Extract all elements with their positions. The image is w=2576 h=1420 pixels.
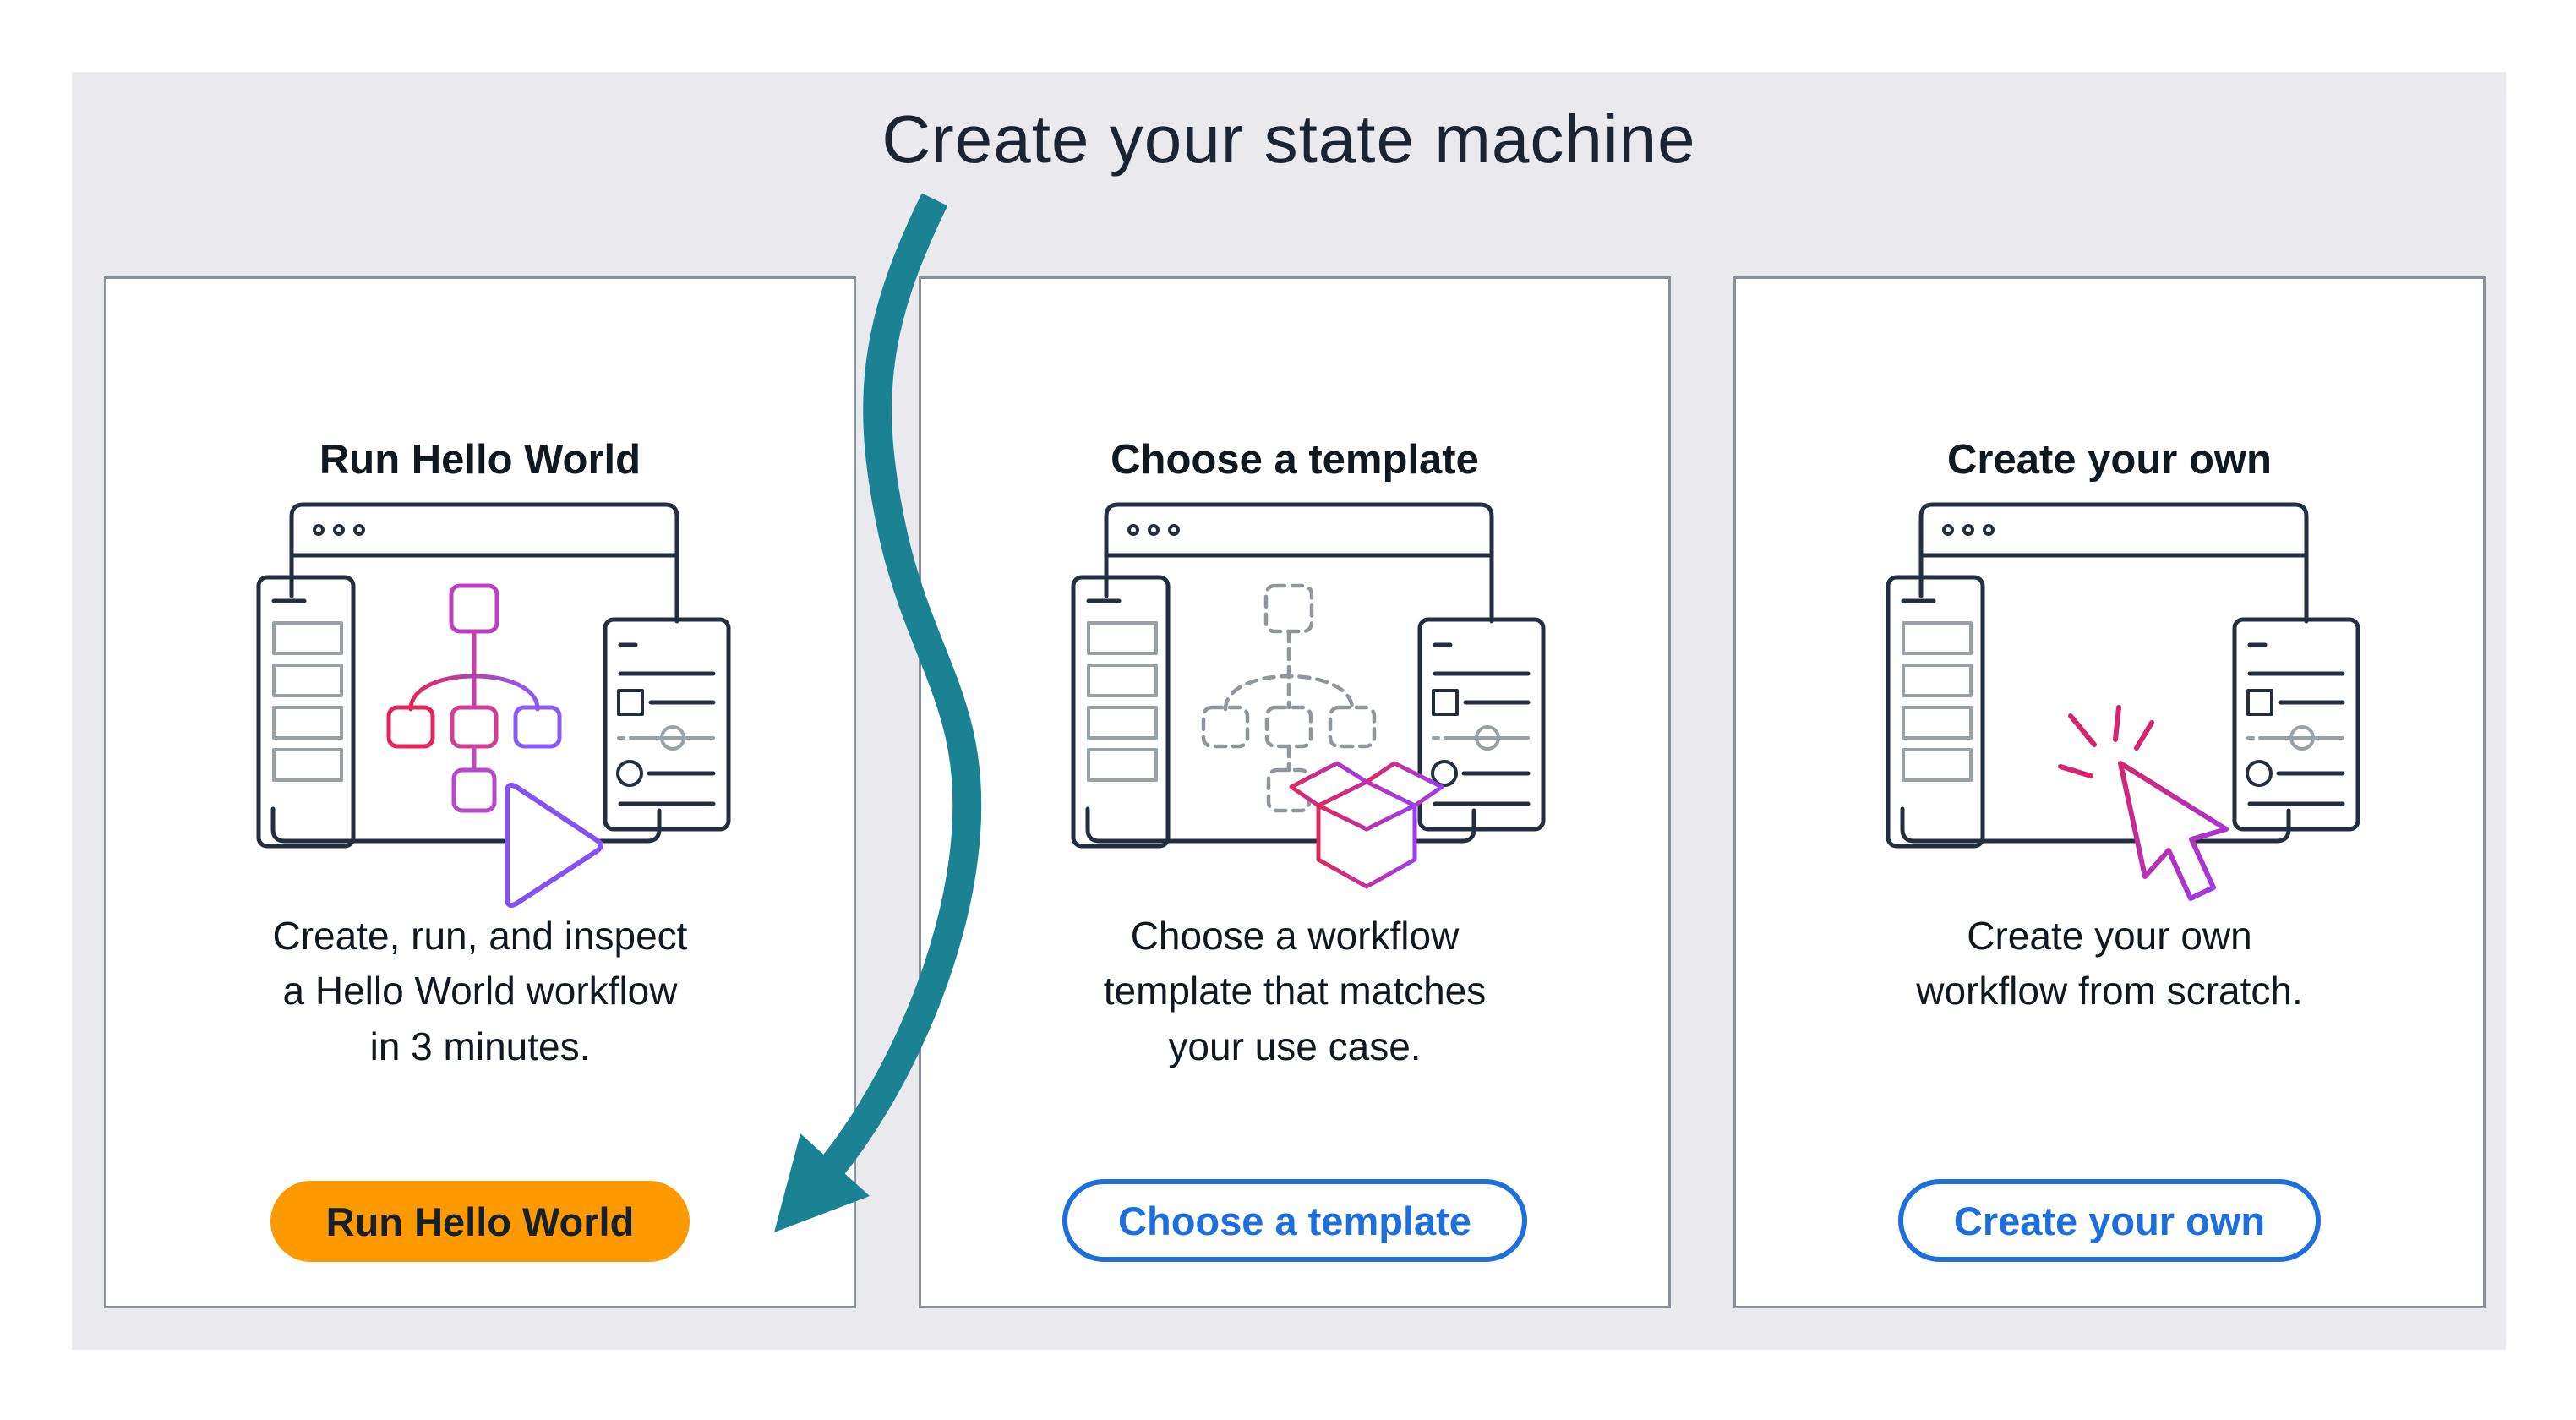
button-row: Create your own: [1736, 1179, 2483, 1262]
workflow-template-diagram-icon: [1201, 583, 1377, 813]
run-hello-world-button[interactable]: Run Hello World: [270, 1181, 690, 1262]
button-row: Choose a template: [921, 1179, 1668, 1262]
sidebar-panel-icon: [256, 575, 356, 849]
browser-dots-icon: [1942, 524, 1995, 536]
button-row: Run Hello World: [106, 1181, 854, 1262]
workflow-diagram-with-play-icon: [256, 502, 731, 908]
card-description: Choose a workflow template that matches …: [1103, 914, 1487, 1068]
cursor-click-icon: [2058, 705, 2229, 901]
play-icon: [505, 783, 603, 908]
card-heading: Create your own: [1947, 437, 2272, 483]
settings-panel-icon: [2232, 617, 2360, 832]
settings-panel-icon: [603, 617, 731, 832]
workflow-template-package-box-icon: [1071, 502, 1546, 889]
card-run-hello-world: Run Hello World: [104, 276, 856, 1308]
create-your-own-button[interactable]: Create your own: [1897, 1179, 2322, 1262]
sidebar-panel-icon: [1886, 575, 1985, 849]
browser-window-icon: [1104, 502, 1494, 624]
desk-line: [270, 806, 662, 844]
browser-dots-icon: [313, 524, 365, 536]
browser-window-icon: [289, 502, 679, 624]
card-heading: Run Hello World: [319, 437, 641, 483]
desk-line: [1085, 806, 1476, 844]
card-heading: Choose a template: [1111, 437, 1479, 483]
workflow-diagram-icon: [386, 583, 562, 813]
page-title: Create your state machine: [881, 101, 1696, 177]
content-panel: Create your state machine Run Hello Worl…: [72, 72, 2506, 1350]
package-box-icon: [1289, 746, 1444, 889]
card-choose-a-template: Choose a template: [919, 276, 1671, 1308]
choose-a-template-button[interactable]: Choose a template: [1062, 1179, 1527, 1262]
card-create-your-own: Create your own: [1733, 276, 2486, 1308]
card-description: Create, run, and inspect a Hello World w…: [272, 914, 688, 1068]
desk-line: [1900, 806, 2291, 844]
browser-dots-icon: [1127, 524, 1180, 536]
card-description: Create your own workflow from scratch.: [1916, 914, 2303, 1013]
browser-window-icon: [1918, 502, 2309, 624]
sidebar-panel-icon: [1071, 575, 1171, 849]
cursor-click-illustration: [1886, 502, 2360, 901]
settings-panel-icon: [1417, 617, 1546, 832]
